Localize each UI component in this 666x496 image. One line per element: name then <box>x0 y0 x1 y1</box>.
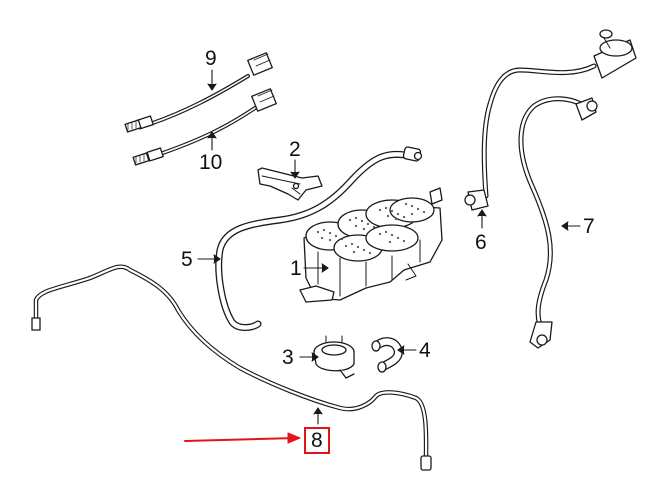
hose-connector <box>371 337 403 373</box>
callout-3: 3 <box>282 346 294 369</box>
charcoal-canister <box>299 187 443 303</box>
highlight-arrow <box>184 432 301 444</box>
callout-2: 2 <box>289 138 301 161</box>
purge-valve <box>313 335 355 379</box>
callout-5: 5 <box>181 248 193 271</box>
leader-lines <box>197 69 581 425</box>
callout-10: 10 <box>199 151 223 174</box>
oxygen-sensor-upper <box>124 52 273 133</box>
vapor-line-lower <box>518 96 598 349</box>
bracket-part <box>257 167 323 201</box>
callout-4: 4 <box>419 339 431 362</box>
vapor-line <box>464 29 637 211</box>
callout-6: 6 <box>475 231 487 254</box>
callout-1: 1 <box>290 257 302 280</box>
vent-hose <box>215 146 423 331</box>
callout-7: 7 <box>583 215 595 238</box>
callout-9: 9 <box>205 47 217 70</box>
callout-8-highlighted: 8 <box>304 427 330 454</box>
vapor-pipe <box>31 264 432 471</box>
